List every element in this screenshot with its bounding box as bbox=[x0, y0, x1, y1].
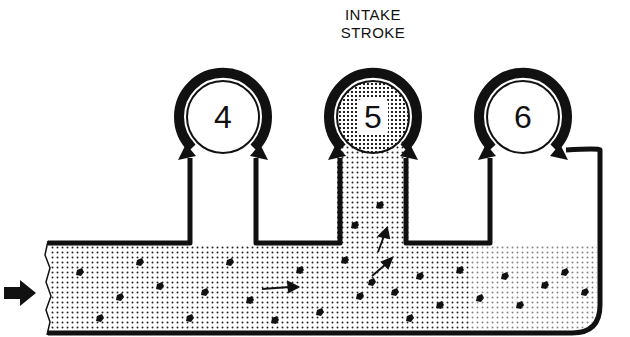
fuel-droplets bbox=[76, 201, 589, 324]
fuel-droplet bbox=[201, 288, 209, 296]
fuel-droplet bbox=[476, 294, 484, 302]
cylinder-number: 4 bbox=[208, 99, 238, 135]
fuel-droplet bbox=[316, 308, 324, 316]
fuel-droplet bbox=[516, 301, 524, 309]
mixture-thinning bbox=[470, 246, 598, 330]
flow-arrows bbox=[262, 228, 392, 292]
fuel-droplet bbox=[376, 201, 384, 209]
fuel-droplet bbox=[186, 314, 194, 322]
fuel-droplet bbox=[156, 282, 164, 290]
cylinder-number: 5 bbox=[358, 99, 388, 135]
broken-edge bbox=[45, 241, 51, 335]
fuel-droplet bbox=[368, 278, 376, 286]
fuel-droplet bbox=[136, 258, 144, 266]
fuel-droplet bbox=[296, 266, 304, 274]
manifold-walls bbox=[48, 149, 600, 333]
fuel-droplet bbox=[456, 266, 464, 274]
fuel-droplet bbox=[436, 301, 444, 309]
fuel-droplet bbox=[226, 258, 234, 266]
cylinder-number: 6 bbox=[508, 99, 538, 135]
fuel-droplet bbox=[341, 256, 349, 264]
fuel-droplet bbox=[541, 281, 549, 289]
fuel-droplet bbox=[406, 314, 414, 322]
fuel-air-mixture bbox=[50, 140, 597, 330]
fuel-droplet bbox=[501, 272, 509, 280]
fuel-droplet bbox=[581, 288, 589, 296]
cylinder-circle: 5 bbox=[336, 80, 410, 154]
fuel-droplet bbox=[116, 293, 124, 301]
fuel-droplet bbox=[76, 268, 84, 276]
fuel-droplet bbox=[416, 272, 424, 280]
cylinder-circle: 4 bbox=[186, 80, 260, 154]
fuel-droplet bbox=[351, 221, 359, 229]
inlet-arrow bbox=[4, 280, 36, 306]
fuel-droplet bbox=[96, 314, 104, 322]
cylinder-circle: 6 bbox=[486, 80, 560, 154]
fuel-droplet bbox=[561, 268, 569, 276]
fuel-droplet bbox=[391, 288, 399, 296]
fuel-droplet bbox=[246, 296, 254, 304]
stroke-title: INTAKE STROKE bbox=[333, 6, 413, 42]
fuel-droplet bbox=[356, 292, 364, 300]
fuel-droplet bbox=[271, 316, 279, 324]
